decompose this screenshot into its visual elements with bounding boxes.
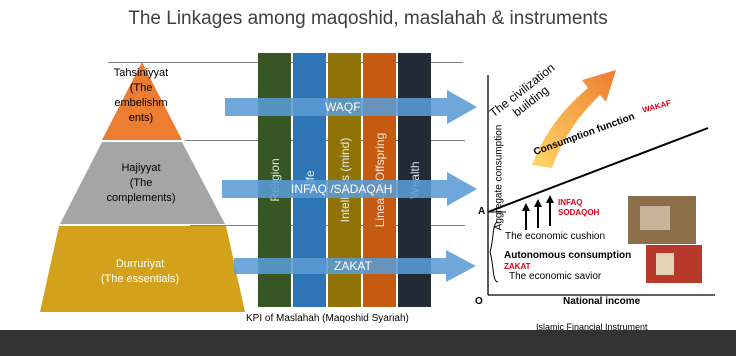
x-axis-label: National income: [563, 296, 641, 307]
pyramid-middle-label: Hajiyyat (The complements): [106, 162, 176, 204]
photo-donation-detail: [640, 206, 670, 230]
guide-line-low: [190, 225, 465, 226]
pyramid-top-tier: [102, 62, 182, 140]
zakat-label: ZAKAT: [334, 259, 372, 273]
maqoshid-pyramid: [40, 62, 245, 312]
waqf-label: WAQF: [325, 100, 361, 114]
infaq-graph-label: INFAQ: [558, 198, 583, 207]
cushion-arrowhead-2: [534, 199, 542, 207]
sodaqoh-label: SODAQOH: [558, 208, 600, 217]
civilization-arrow: [532, 70, 616, 168]
y-axis-label: Aggregate consumption: [493, 124, 505, 231]
autonomous-brace: [489, 221, 499, 283]
cushion-arrowhead-3: [546, 195, 554, 203]
a-point-label: A: [478, 206, 486, 217]
zakat-graph-label: ZAKAT: [504, 262, 531, 271]
consumption-graph: [487, 70, 715, 296]
page-title: The Linkages among maqoshid, maslahah & …: [128, 8, 608, 29]
kpi-caption: KPI of Maslahah (Maqoshid Syariah): [246, 313, 409, 324]
cushion-arrowhead-1: [522, 203, 530, 211]
autonomous-label: Autonomous consumption: [504, 250, 632, 261]
origin-label: O: [475, 296, 483, 307]
cushion-label: The economic cushion: [505, 231, 606, 242]
infaq-label: INFAQ /SADAQAH: [291, 182, 393, 196]
zakat-arrow: [234, 250, 476, 282]
footer-bar: [0, 330, 736, 356]
pyramid-middle-tier: [60, 142, 225, 224]
instrument-caption: Islamic Financial Instrument: [536, 322, 648, 332]
pyramid-top-label: Tahsiniyyat (The embelishm ents): [113, 67, 169, 124]
savior-label: The economic savior: [509, 271, 602, 282]
pyramid-bottom-tier: [40, 226, 245, 312]
photo-children-detail: [656, 253, 674, 275]
infaq-arrow: [222, 172, 477, 206]
consumption-function-line: [487, 127, 709, 213]
waqf-arrow: [225, 90, 477, 124]
pyramid-bottom-label: Durruriyat (The essentials): [100, 258, 180, 285]
